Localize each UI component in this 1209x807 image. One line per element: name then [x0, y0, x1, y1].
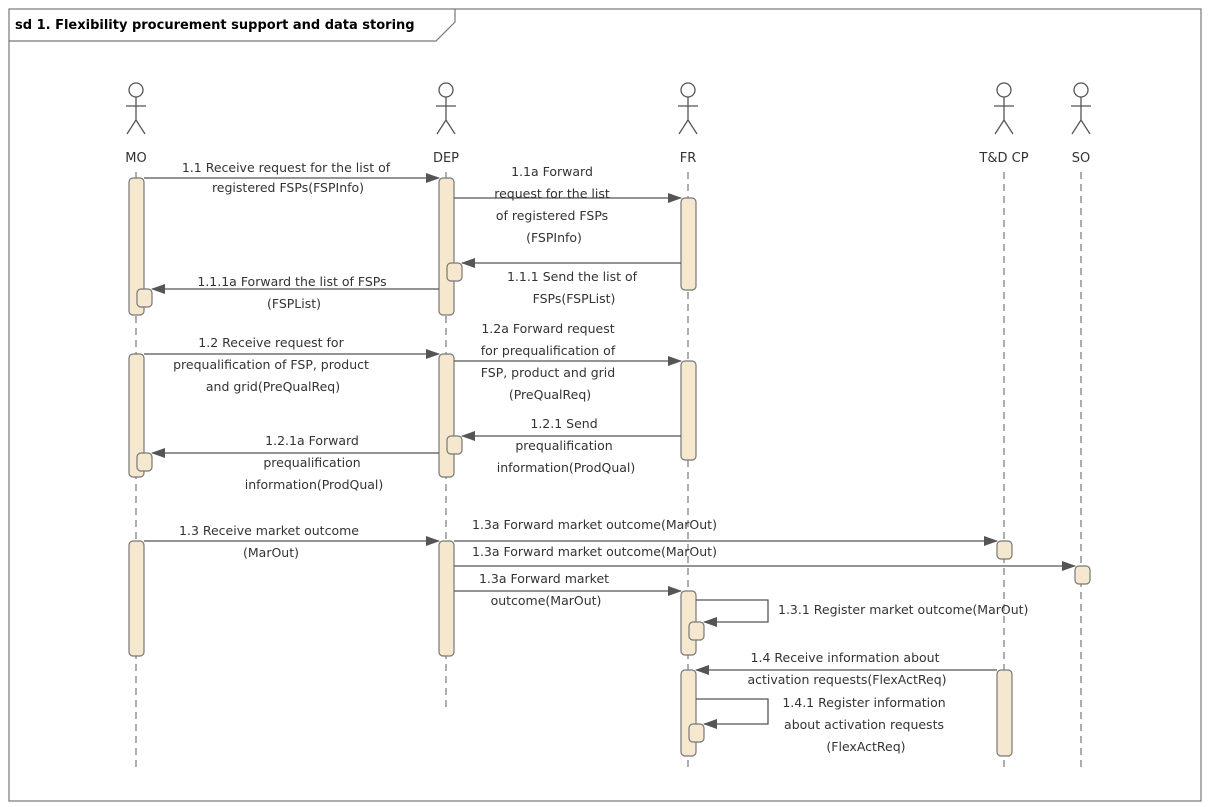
msg-1-2-line: and grid(PreQualReq) — [206, 379, 340, 394]
activation-mo-1 — [128, 177, 145, 316]
msg-1-1-1-label: 1.1.1 Send the list of FSPs(FSPList) — [507, 269, 641, 306]
msg-1-2a-line: FSP, product and grid — [481, 365, 615, 380]
activation-fr-1 — [680, 197, 697, 291]
msg-1-3-label: 1.3 Receive market outcome (MarOut) — [179, 523, 363, 560]
frame-title: sd 1. Flexibility procurement support an… — [15, 18, 415, 33]
activation-fr-2 — [680, 360, 697, 461]
msg-1-4-1-line: (FlexActReq) — [826, 739, 905, 754]
activation-so-1 — [1074, 565, 1091, 585]
msg-1-4-1-line: 1.4.1 Register information — [782, 695, 945, 710]
activation-mo-2-nested — [136, 452, 153, 472]
actor-fr-label: FR — [680, 151, 697, 166]
activation-tdcp-2 — [996, 669, 1013, 757]
msg-1-1-1a-line: (FSPList) — [267, 296, 321, 311]
activation-dep-1 — [438, 177, 455, 316]
activation-mo-3 — [128, 540, 145, 657]
activation-mo-1-nested — [136, 288, 153, 308]
actor-dep-label: DEP — [433, 151, 459, 166]
msg-1-1a-line: 1.1a Forward — [511, 164, 593, 179]
msg-1-2-1a-line: 1.2.1a Forward — [265, 433, 359, 448]
msg-1-3-line: 1.3 Receive market outcome — [179, 523, 359, 538]
msg-1-2a-line: for prequalification of — [481, 343, 616, 358]
msg-1-1-1a-line: 1.1.1a Forward the list of FSPs — [197, 274, 386, 289]
msg-1-2-1a-line: information(ProdQual) — [245, 477, 384, 492]
msg-1-1-1-line: 1.1.1 Send the list of — [507, 269, 638, 284]
msg-1-3a-fr-line: 1.3a Forward market — [479, 571, 609, 586]
activation-dep-2 — [438, 353, 455, 478]
msg-1-4-1-label: 1.4.1 Register information about activat… — [782, 695, 949, 754]
msg-1-3-line: (MarOut) — [243, 545, 299, 560]
msg-1-3-1-label: 1.3.1 Register market outcome(MarOut) — [778, 602, 1028, 617]
msg-1-1a-line: request for the list — [494, 186, 610, 201]
msg-1-2-1a-label: 1.2.1a Forward prequalification informat… — [245, 433, 384, 492]
actor-mo: MO — [125, 82, 147, 166]
msg-1-2-1-label: 1.2.1 Send prequalification information(… — [497, 416, 636, 475]
msg-1-2a-line: (PreQualReq) — [509, 387, 591, 402]
actor-fr: FR — [678, 82, 698, 166]
actor-so: SO — [1071, 82, 1091, 166]
msg-1-4-line: activation requests(FlexActReq) — [747, 672, 946, 687]
actor-so-label: SO — [1072, 151, 1090, 166]
arrow-1-4-1-self — [696, 698, 769, 729]
msg-1-1-line: 1.1 Receive request for the list of — [182, 160, 391, 175]
actor-fr-icon — [678, 82, 698, 135]
msg-1-2-line: prequalification of FSP, product — [173, 357, 369, 372]
msg-1-1-1-line: FSPs(FSPList) — [533, 291, 616, 306]
msg-1-2a-line: 1.2a Forward request — [481, 321, 614, 336]
msg-1-1a-label: 1.1a Forward request for the list of reg… — [494, 164, 613, 245]
frame-title-tab — [9, 9, 456, 42]
msg-1-4-label: 1.4 Receive information about activation… — [747, 650, 946, 687]
actor-tdcp-label: T&D CP — [978, 151, 1028, 166]
msg-1-3a-tdcp-label: 1.3a Forward market outcome(MarOut) — [472, 517, 717, 532]
msg-1-4-line: 1.4 Receive information about — [751, 650, 940, 665]
msg-1-2-1-line: information(ProdQual) — [497, 460, 636, 475]
activation-fr-4 — [680, 669, 697, 757]
activation-fr-3-nested — [688, 621, 705, 641]
activation-dep-1-nested — [446, 262, 463, 282]
msg-1-1-line: registered FSPs(FSPInfo) — [212, 180, 364, 195]
actor-so-icon — [1071, 82, 1091, 135]
msg-1-2-1-line: prequalification — [515, 438, 612, 453]
msg-1-4-1-line: about activation requests — [784, 717, 944, 732]
activation-dep-2-nested — [446, 435, 463, 455]
actor-dep: DEP — [433, 82, 459, 166]
actor-tdcp: T&D CP — [978, 82, 1029, 166]
actor-mo-icon — [126, 82, 146, 135]
actor-mo-label: MO — [125, 151, 146, 166]
msg-1-3a-fr-label: 1.3a Forward market outcome(MarOut) — [479, 571, 613, 608]
activation-mo-2 — [128, 353, 145, 478]
activation-fr-4-nested — [688, 723, 705, 743]
msg-1-2a-label: 1.2a Forward request for prequalificatio… — [481, 321, 619, 402]
activation-tdcp-1 — [996, 540, 1013, 560]
msg-1-3a-so-label: 1.3a Forward market outcome(MarOut) — [472, 544, 717, 559]
msg-1-1a-line: of registered FSPs — [496, 208, 608, 223]
msg-1-1-1a-label: 1.1.1a Forward the list of FSPs (FSPList… — [197, 274, 390, 311]
msg-1-2-1a-line: prequalification — [263, 455, 360, 470]
msg-1-1-label: 1.1 Receive request for the list of regi… — [182, 160, 394, 195]
activation-dep-3 — [438, 540, 455, 657]
actor-dep-icon — [436, 82, 456, 135]
diagram-frame — [8, 8, 1202, 802]
msg-1-3a-fr-line: outcome(MarOut) — [491, 593, 602, 608]
arrow-1-3-1-self — [696, 599, 769, 627]
msg-1-1a-line: (FSPInfo) — [526, 230, 582, 245]
actor-tdcp-icon — [994, 82, 1014, 135]
msg-1-2-line: 1.2 Receive request for — [198, 335, 344, 350]
msg-1-2-1-line: 1.2.1 Send — [530, 416, 597, 431]
msg-1-2-label: 1.2 Receive request for prequalification… — [173, 335, 373, 394]
